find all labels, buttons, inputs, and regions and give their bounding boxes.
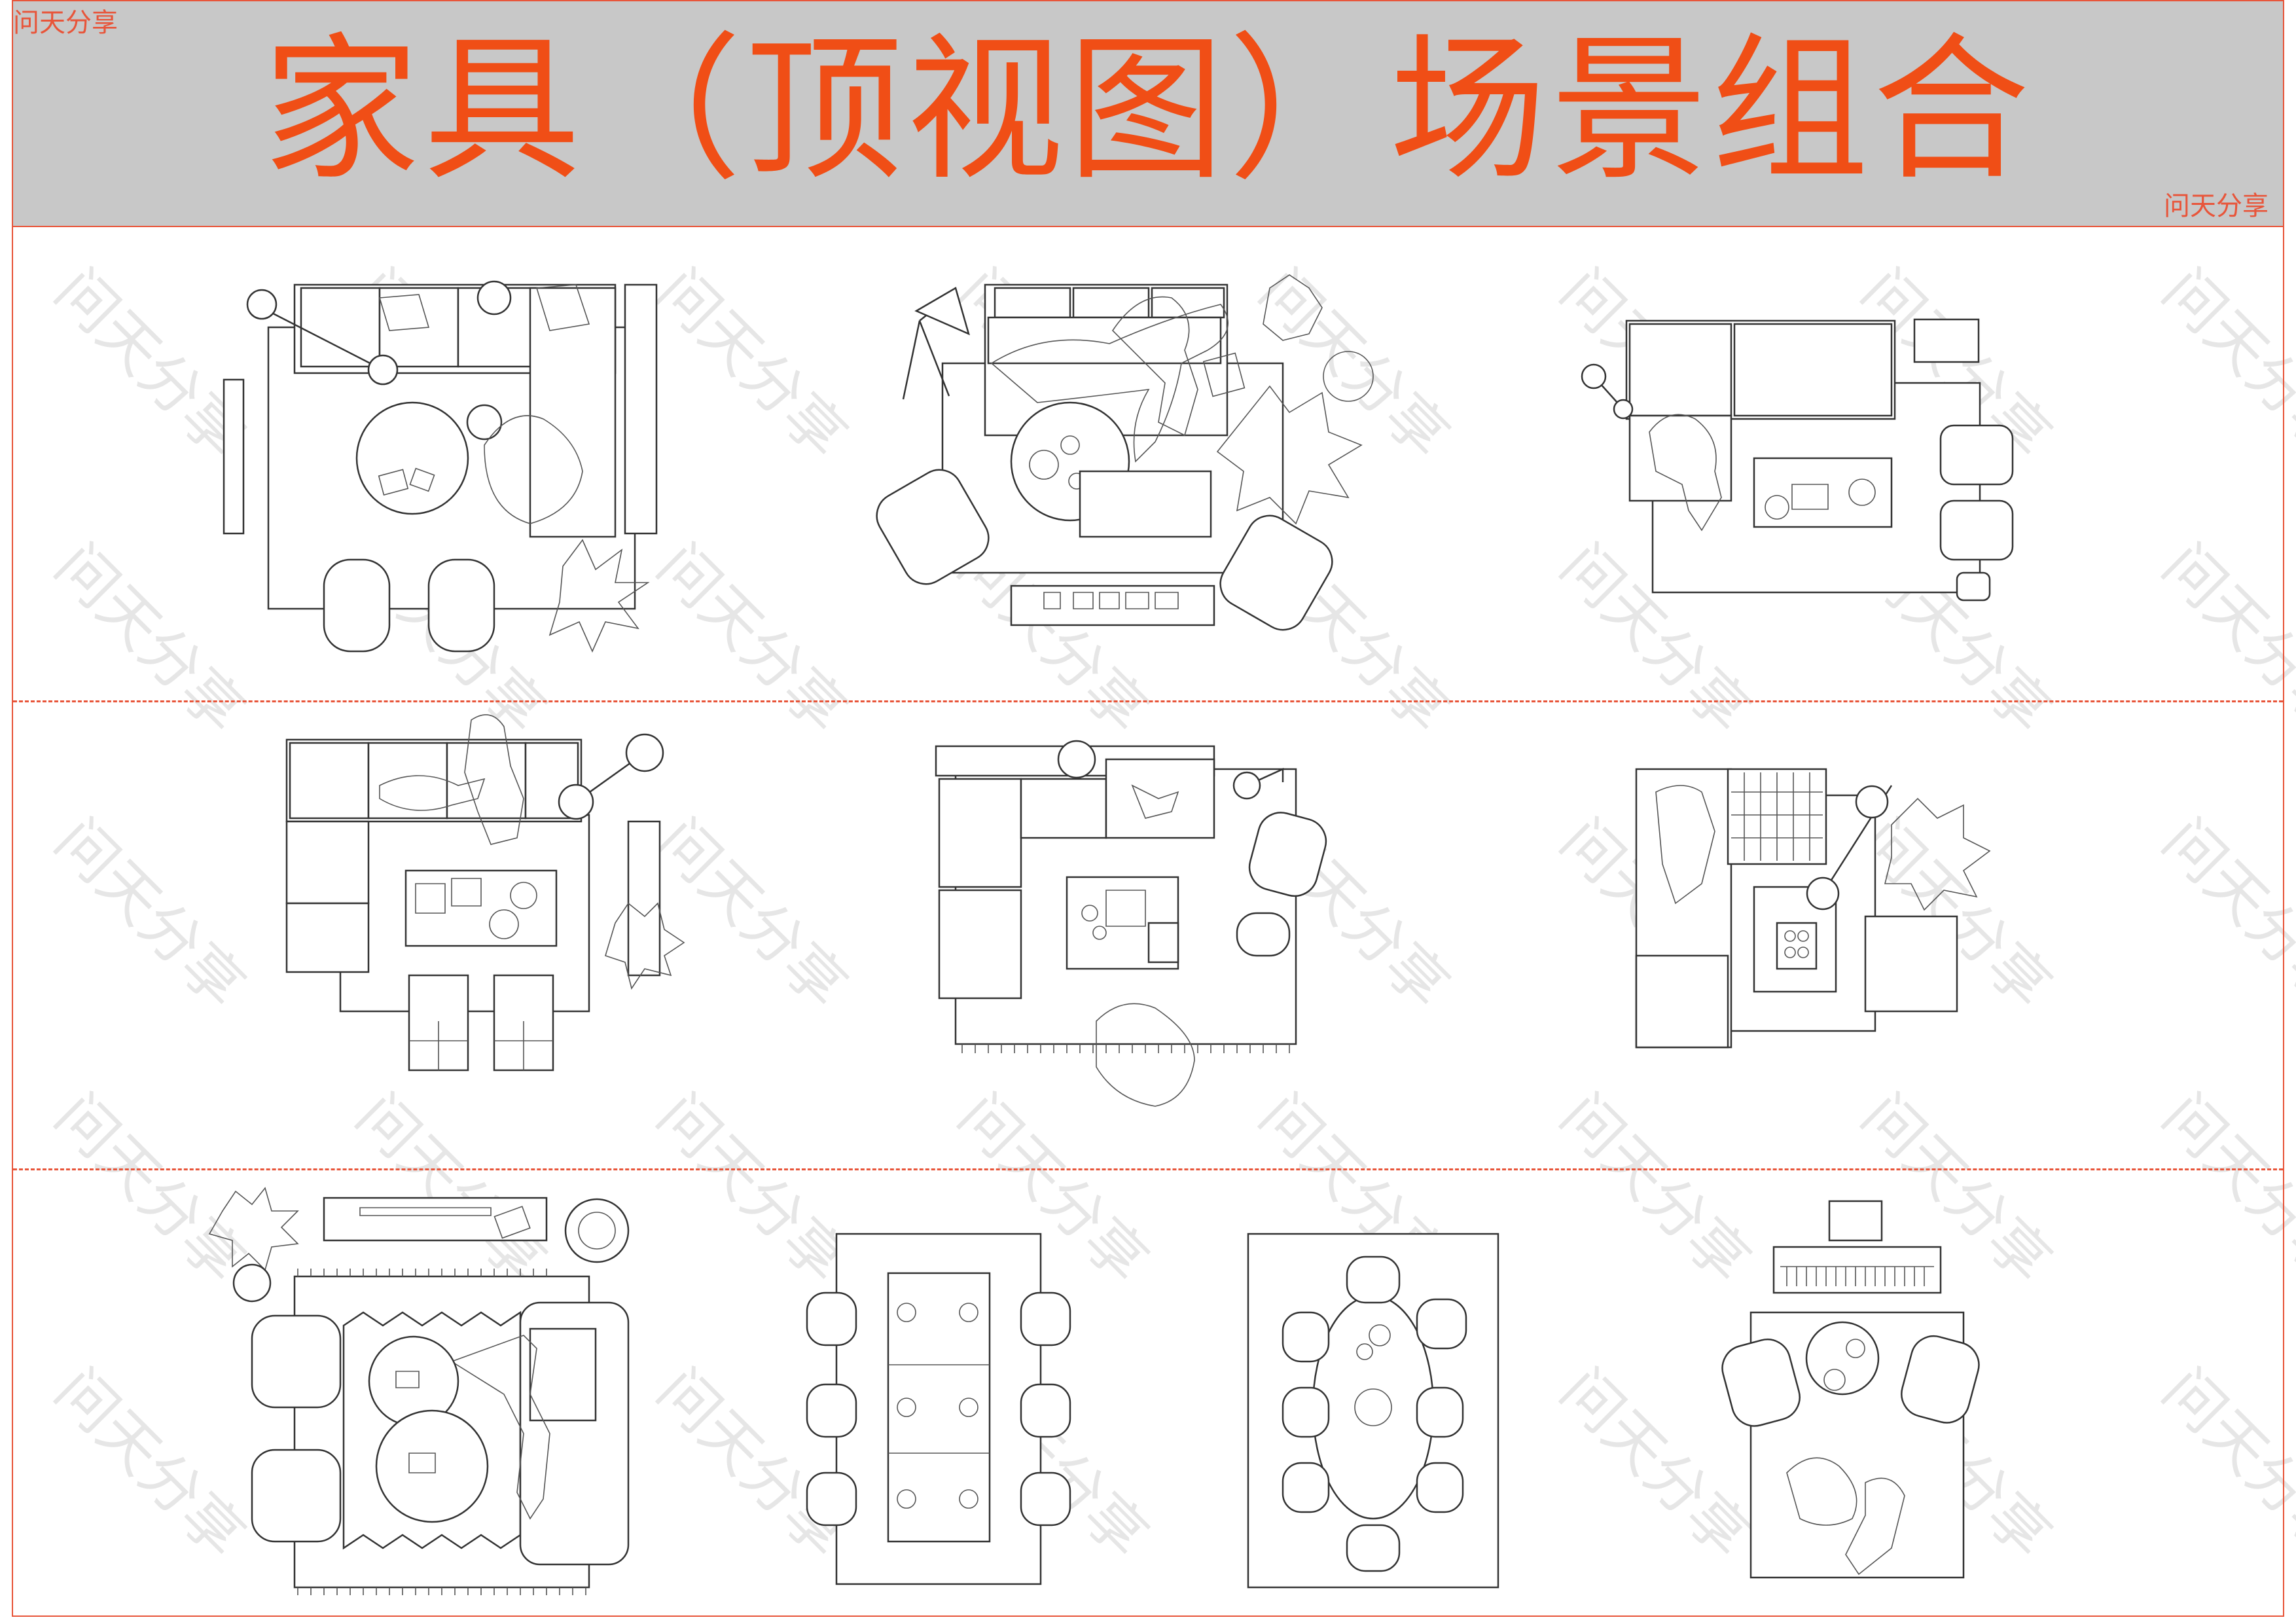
throw-blanket — [484, 416, 583, 524]
game-board — [1777, 923, 1816, 969]
round-table-2 — [376, 1411, 488, 1522]
chair-l2 — [807, 1384, 856, 1437]
round-table — [1806, 1322, 1878, 1394]
person-sitting — [465, 715, 524, 844]
person-1 — [1787, 1458, 1857, 1525]
person-sitting — [1113, 297, 1198, 435]
round-coffee-table — [357, 403, 468, 514]
plan-lounge-piano — [1717, 1201, 1984, 1578]
armchair — [1244, 808, 1331, 901]
sofa-chaise — [530, 288, 615, 537]
piano — [1774, 1247, 1941, 1293]
chair-l3 — [1283, 1463, 1329, 1512]
pouf — [1237, 913, 1289, 956]
chair-bottom — [1347, 1525, 1399, 1571]
tv-console — [1011, 586, 1214, 625]
plant — [550, 540, 648, 651]
dining-table — [888, 1273, 990, 1542]
desk-lamp — [916, 288, 969, 334]
armchair-right — [1897, 1331, 1984, 1428]
plan-living-room-l-sofa — [936, 741, 1331, 1106]
plan-living-room-sectional — [224, 281, 656, 651]
plant — [605, 903, 684, 988]
watermark-tag-right: 问天分享 — [2164, 191, 2269, 221]
chair-l2 — [1283, 1388, 1329, 1437]
armchair-2 — [1941, 501, 2013, 560]
chair-r1 — [1417, 1299, 1466, 1348]
chair-r2 — [1021, 1384, 1070, 1437]
plan-living-room-tufted-sofa — [1636, 769, 1990, 1047]
armchair-left — [324, 560, 389, 651]
side-console — [1914, 319, 1979, 362]
side-table — [1149, 923, 1178, 962]
bookshelf — [628, 821, 660, 975]
oval-table — [1313, 1296, 1433, 1519]
chair-l1 — [807, 1293, 856, 1345]
watermark-tag-left: 问天分享 — [13, 8, 118, 38]
sheet-border — [12, 0, 2284, 1617]
row-divider-2 — [13, 1168, 2283, 1170]
sofa-seat-left — [287, 821, 368, 903]
page-title: 家具（顶视图）场景组合 — [262, 18, 2034, 202]
lounge-chair-right — [1212, 507, 1340, 638]
chair-r3 — [1021, 1473, 1070, 1525]
armchair-2 — [252, 1450, 340, 1542]
lounge-chair-left — [869, 461, 997, 592]
ottoman — [1080, 471, 1211, 537]
armchair — [1865, 916, 1957, 1011]
sofa-chaise — [1630, 416, 1731, 501]
plan-living-room-corner-sofa — [1582, 319, 2013, 600]
chair-r2 — [1417, 1388, 1463, 1437]
row-divider-1 — [13, 700, 2283, 702]
chair-l1 — [1283, 1312, 1329, 1362]
armchair-1 — [252, 1316, 340, 1407]
chair-l3 — [807, 1473, 856, 1525]
plant — [209, 1188, 298, 1270]
header-banner: 家具（顶视图）场景组合 问天分享 — [13, 0, 2283, 227]
floor-lamp — [255, 304, 383, 370]
plant-3 — [1217, 386, 1361, 524]
armchair-1 — [1941, 425, 2013, 484]
chair-top — [1347, 1257, 1399, 1303]
round-side-table — [565, 1199, 628, 1262]
console — [324, 1198, 547, 1240]
chair-r3 — [1417, 1463, 1463, 1512]
side-shelf — [625, 285, 656, 533]
plan-living-room-sofa-dog — [287, 715, 684, 1070]
sofa-seat-left-2 — [287, 903, 368, 972]
person-sitting — [1096, 1003, 1194, 1106]
piano-bench — [1829, 1201, 1882, 1240]
person — [452, 1335, 550, 1519]
plan-dining-rectangular — [807, 1234, 1070, 1584]
armchair-left — [1717, 1334, 1805, 1431]
plant-1 — [1263, 275, 1322, 340]
rug-fringe — [962, 1044, 1289, 1053]
armchair-right — [429, 560, 494, 651]
chair-r1 — [1021, 1293, 1070, 1345]
plan-dining-oval — [1248, 1234, 1498, 1587]
cat — [1132, 785, 1178, 818]
person-2 — [1846, 1478, 1905, 1574]
side-table — [467, 405, 501, 439]
side-table-2 — [478, 281, 511, 314]
plant-2 — [1323, 352, 1373, 401]
stool — [1957, 573, 1990, 600]
throw — [1656, 785, 1715, 903]
plant — [1885, 799, 1990, 910]
plan-living-room-daybed — [209, 1188, 628, 1595]
dog — [380, 776, 484, 810]
person-sitting — [1649, 414, 1721, 530]
plan-living-room-lounging — [869, 275, 1373, 638]
person-lying — [992, 304, 1228, 461]
coffee-table — [1754, 458, 1892, 527]
tv-console — [224, 380, 243, 533]
